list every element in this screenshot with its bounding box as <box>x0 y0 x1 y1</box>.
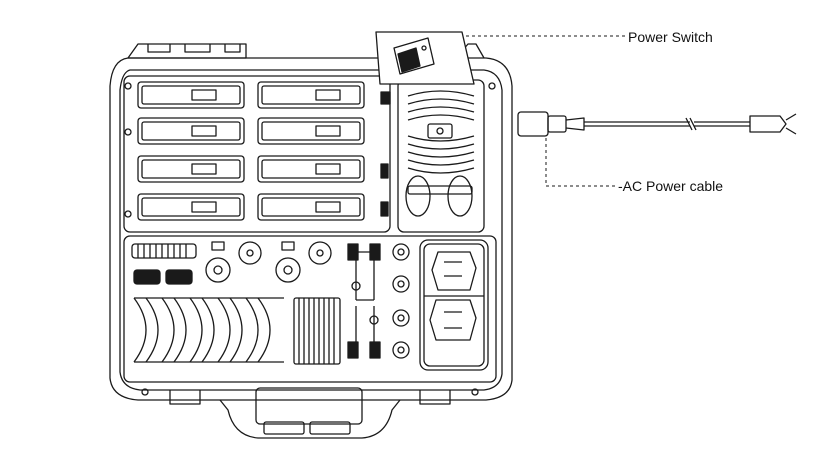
case-screws <box>124 82 496 396</box>
connector-tree <box>347 243 381 359</box>
ac-power-cable-label: -AC Power cable <box>618 178 724 194</box>
accessory-slots <box>131 241 332 285</box>
plate-stack <box>293 297 341 365</box>
propeller-guards <box>133 297 284 363</box>
callout-leaders <box>466 35 626 187</box>
case-outer-shell <box>109 57 513 401</box>
plug-compartment <box>419 239 489 371</box>
charging-ports <box>380 91 391 217</box>
accessory-tray <box>123 235 497 383</box>
ac-power-cable-illustration <box>517 111 797 137</box>
power-switch-zoom <box>375 31 475 85</box>
power-switch-label: Power Switch <box>628 29 713 45</box>
coiled-cable <box>405 90 475 217</box>
case-inner-rim <box>119 69 503 391</box>
battery-compartment <box>123 75 391 233</box>
round-buttons <box>392 243 410 359</box>
carry-handle <box>169 387 451 439</box>
battery-slots <box>137 81 365 221</box>
